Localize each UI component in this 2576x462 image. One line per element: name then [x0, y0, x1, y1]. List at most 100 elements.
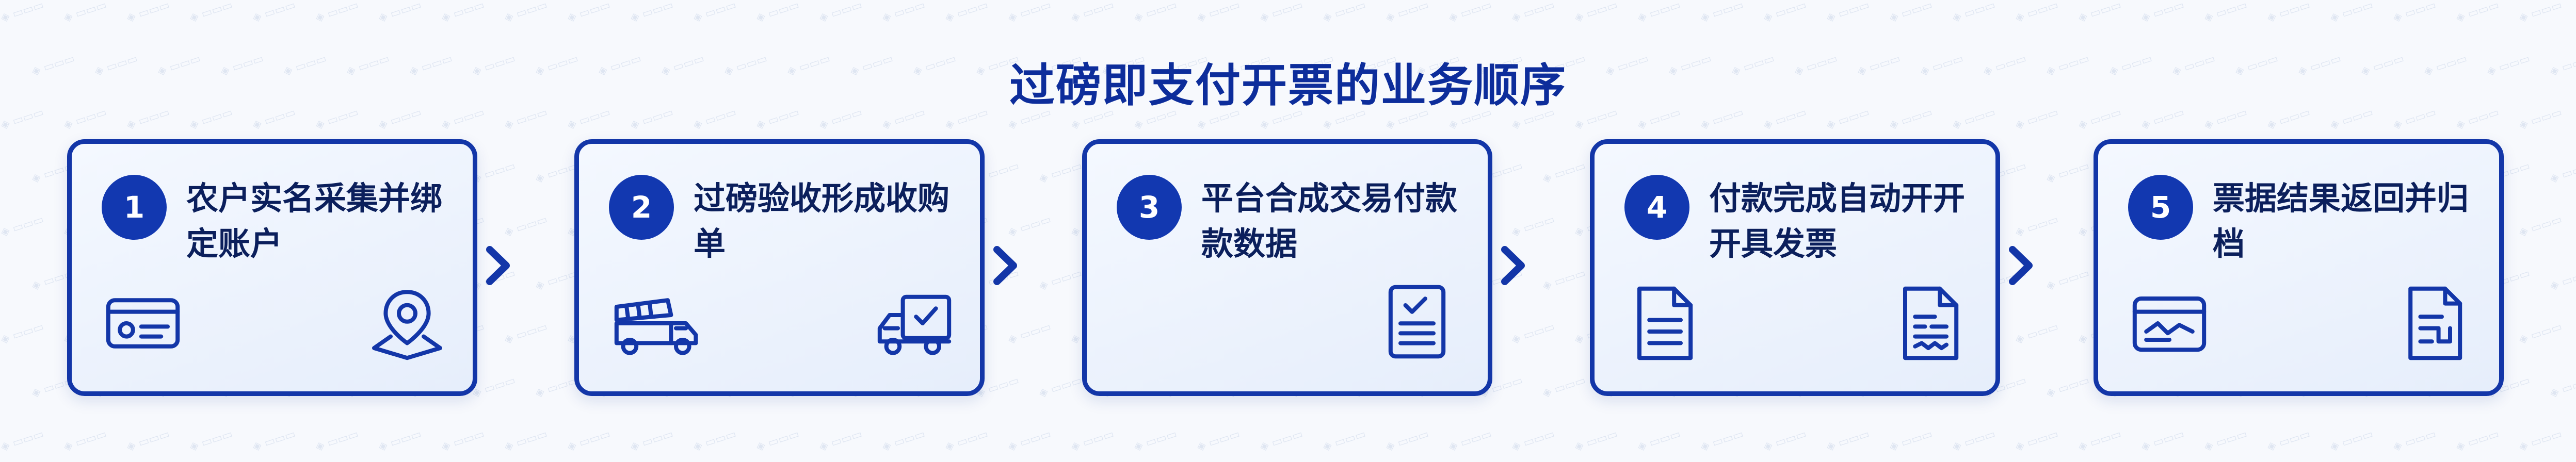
watermark-mark: ◈ ▭▭▭ [62, 0, 109, 25]
chevron-right-icon [1498, 242, 1528, 289]
watermark-mark: ◈ ▭▭▭ [0, 0, 46, 25]
watermark-mark: ◈ ▭▭▭ [2014, 320, 2060, 346]
watermark-mark: ◈ ▭▭▭ [471, 374, 518, 400]
watermark-mark: ◈ ▭▭▭ [534, 159, 581, 186]
watermark-mark: ◈ ▭▭▭ [1069, 0, 1116, 25]
watermark-mark: ◈ ▭▭▭ [2076, 427, 2123, 454]
watermark-mark: ◈ ▭▭▭ [1825, 0, 1872, 25]
step-card-4: 4 付款完成自动开开开具发票 [1590, 139, 2000, 396]
watermark-mark: ◈ ▭▭▭ [691, 0, 738, 25]
watermark-mark: ◈ ▭▭▭ [2391, 427, 2438, 454]
watermark-mark: ◈ ▭▭▭ [471, 159, 518, 186]
watermark-mark: ◈ ▭▭▭ [503, 0, 550, 25]
watermark-mark: ◈ ▭▭▭ [1541, 267, 1588, 293]
watermark-mark: ◈ ▭▭▭ [1888, 0, 1935, 25]
watermark-mark: ◈ ▭▭▭ [1006, 0, 1053, 25]
watermark-mark: ◈ ▭▭▭ [2202, 0, 2249, 25]
watermark-mark: ◈ ▭▭▭ [2044, 159, 2091, 186]
watermark-mark: ◈ ▭▭▭ [314, 427, 361, 454]
watermark-mark: ◈ ▭▭▭ [251, 0, 298, 25]
watermark-mark: ◈ ▭▭▭ [1510, 0, 1557, 25]
step-label: 过磅验收形成收购单 [694, 179, 950, 262]
watermark-mark: ◈ ▭▭▭ [1321, 0, 1368, 25]
watermark-mark: ◈ ▭▭▭ [2328, 427, 2375, 454]
watermark-mark: ◈ ▭▭▭ [2139, 427, 2186, 454]
watermark-mark: ◈ ▭▭▭ [1699, 427, 1746, 454]
step-number-badge: 3 [1117, 175, 1182, 240]
watermark-mark: ◈ ▭▭▭ [125, 427, 172, 454]
watermark-mark: ◈ ▭▭▭ [503, 213, 550, 239]
watermark-mark: ◈ ▭▭▭ [0, 427, 46, 454]
watermark-mark: ◈ ▭▭▭ [2076, 0, 2123, 25]
watermark-mark: ◈ ▭▭▭ [1573, 0, 1620, 25]
watermark-mark: ◈ ▭▭▭ [1447, 0, 1494, 25]
watermark-mark: ◈ ▭▭▭ [1510, 213, 1557, 239]
watermark-mark: ◈ ▭▭▭ [1037, 159, 1084, 186]
watermark-mark: ◈ ▭▭▭ [2391, 0, 2438, 25]
watermark-mark: ◈ ▭▭▭ [188, 0, 235, 25]
watermark-mark: ◈ ▭▭▭ [880, 0, 927, 25]
chevron-right-icon [482, 242, 513, 289]
watermark-mark: ◈ ▭▭▭ [1132, 0, 1179, 25]
watermark-mark: ◈ ▭▭▭ [125, 0, 172, 25]
watermark-mark: ◈ ▭▭▭ [503, 320, 550, 346]
watermark-mark: ◈ ▭▭▭ [534, 267, 581, 293]
watermark-mark: ◈ ▭▭▭ [2548, 159, 2576, 186]
watermark-mark: ◈ ▭▭▭ [1132, 427, 1179, 454]
dump-truck-icon [609, 282, 702, 365]
watermark-mark: ◈ ▭▭▭ [503, 427, 550, 454]
page-title: 过磅即支付开票的业务顺序 [1009, 59, 1567, 112]
watermark-mark: ◈ ▭▭▭ [2517, 320, 2564, 346]
watermark-mark: ◈ ▭▭▭ [534, 374, 581, 400]
watermark-mark: ◈ ▭▭▭ [1321, 427, 1368, 454]
watermark-mark: ◈ ▭▭▭ [2517, 213, 2564, 239]
watermark-mark: ◈ ▭▭▭ [2044, 267, 2091, 293]
watermark-mark: ◈ ▭▭▭ [2548, 374, 2576, 400]
watermark-mark: ◈ ▭▭▭ [377, 427, 424, 454]
watermark-mark: ◈ ▭▭▭ [943, 0, 990, 25]
watermark-mark: ◈ ▭▭▭ [1384, 427, 1431, 454]
step-card-5: 5 票据结果返回并归档 [2094, 139, 2504, 396]
watermark-mark: ◈ ▭▭▭ [629, 427, 675, 454]
watermark-mark: ◈ ▭▭▭ [1762, 0, 1809, 25]
location-pin-icon [366, 282, 448, 365]
watermark-mark: ◈ ▭▭▭ [880, 427, 927, 454]
watermark-mark: ◈ ▭▭▭ [1951, 0, 1998, 25]
watermark-mark: ◈ ▭▭▭ [1258, 0, 1305, 25]
watermark-mark: ◈ ▭▭▭ [1573, 427, 1620, 454]
step-number-badge: 1 [102, 175, 167, 240]
watermark-mark: ◈ ▭▭▭ [1762, 427, 1809, 454]
watermark-mark: ◈ ▭▭▭ [2454, 0, 2501, 25]
step-card-3: 3 平台合成交易付款款数据 [1082, 139, 1492, 396]
watermark-mark: ◈ ▭▭▭ [1888, 427, 1935, 454]
watermark-mark: ◈ ▭▭▭ [629, 0, 675, 25]
watermark-mark: ◈ ▭▭▭ [2044, 374, 2091, 400]
watermark-mark: ◈ ▭▭▭ [0, 213, 46, 239]
watermark-mark: ◈ ▭▭▭ [2139, 0, 2186, 25]
checklist-document-icon [1376, 280, 1458, 363]
watermark-mark: ◈ ▭▭▭ [943, 427, 990, 454]
step-label: 农户实名采集并绑定账户 [186, 179, 443, 262]
watermark-mark: ◈ ▭▭▭ [2014, 213, 2060, 239]
step-label: 付款完成自动开开开具发票 [1709, 179, 1966, 262]
watermark-mark: ◈ ▭▭▭ [1699, 0, 1746, 25]
watermark-mark: ◈ ▭▭▭ [188, 427, 235, 454]
step-card-2: 2 过磅验收形成收购单 [574, 139, 985, 396]
watermark-mark: ◈ ▭▭▭ [1006, 213, 1053, 239]
watermark-mark: ◈ ▭▭▭ [817, 0, 864, 25]
watermark-mark: ◈ ▭▭▭ [2517, 427, 2564, 454]
watermark-mark: ◈ ▭▭▭ [1069, 427, 1116, 454]
watermark-mark: ◈ ▭▭▭ [2454, 427, 2501, 454]
watermark-mark: ◈ ▭▭▭ [754, 427, 801, 454]
watermark-mark: ◈ ▭▭▭ [314, 0, 361, 25]
watermark-mark: ◈ ▭▭▭ [1258, 427, 1305, 454]
watermark-mark: ◈ ▭▭▭ [2014, 427, 2060, 454]
step-number-badge: 5 [2128, 175, 2193, 240]
watermark-mark: ◈ ▭▭▭ [1006, 427, 1053, 454]
step-label: 平台合成交易付款款数据 [1201, 179, 1458, 262]
watermark-mark: ◈ ▭▭▭ [440, 427, 487, 454]
watermark-mark: ◈ ▭▭▭ [1384, 0, 1431, 25]
watermark-mark: ◈ ▭▭▭ [2202, 427, 2249, 454]
watermark-mark: ◈ ▭▭▭ [2517, 0, 2564, 25]
id-card-icon [102, 282, 184, 365]
